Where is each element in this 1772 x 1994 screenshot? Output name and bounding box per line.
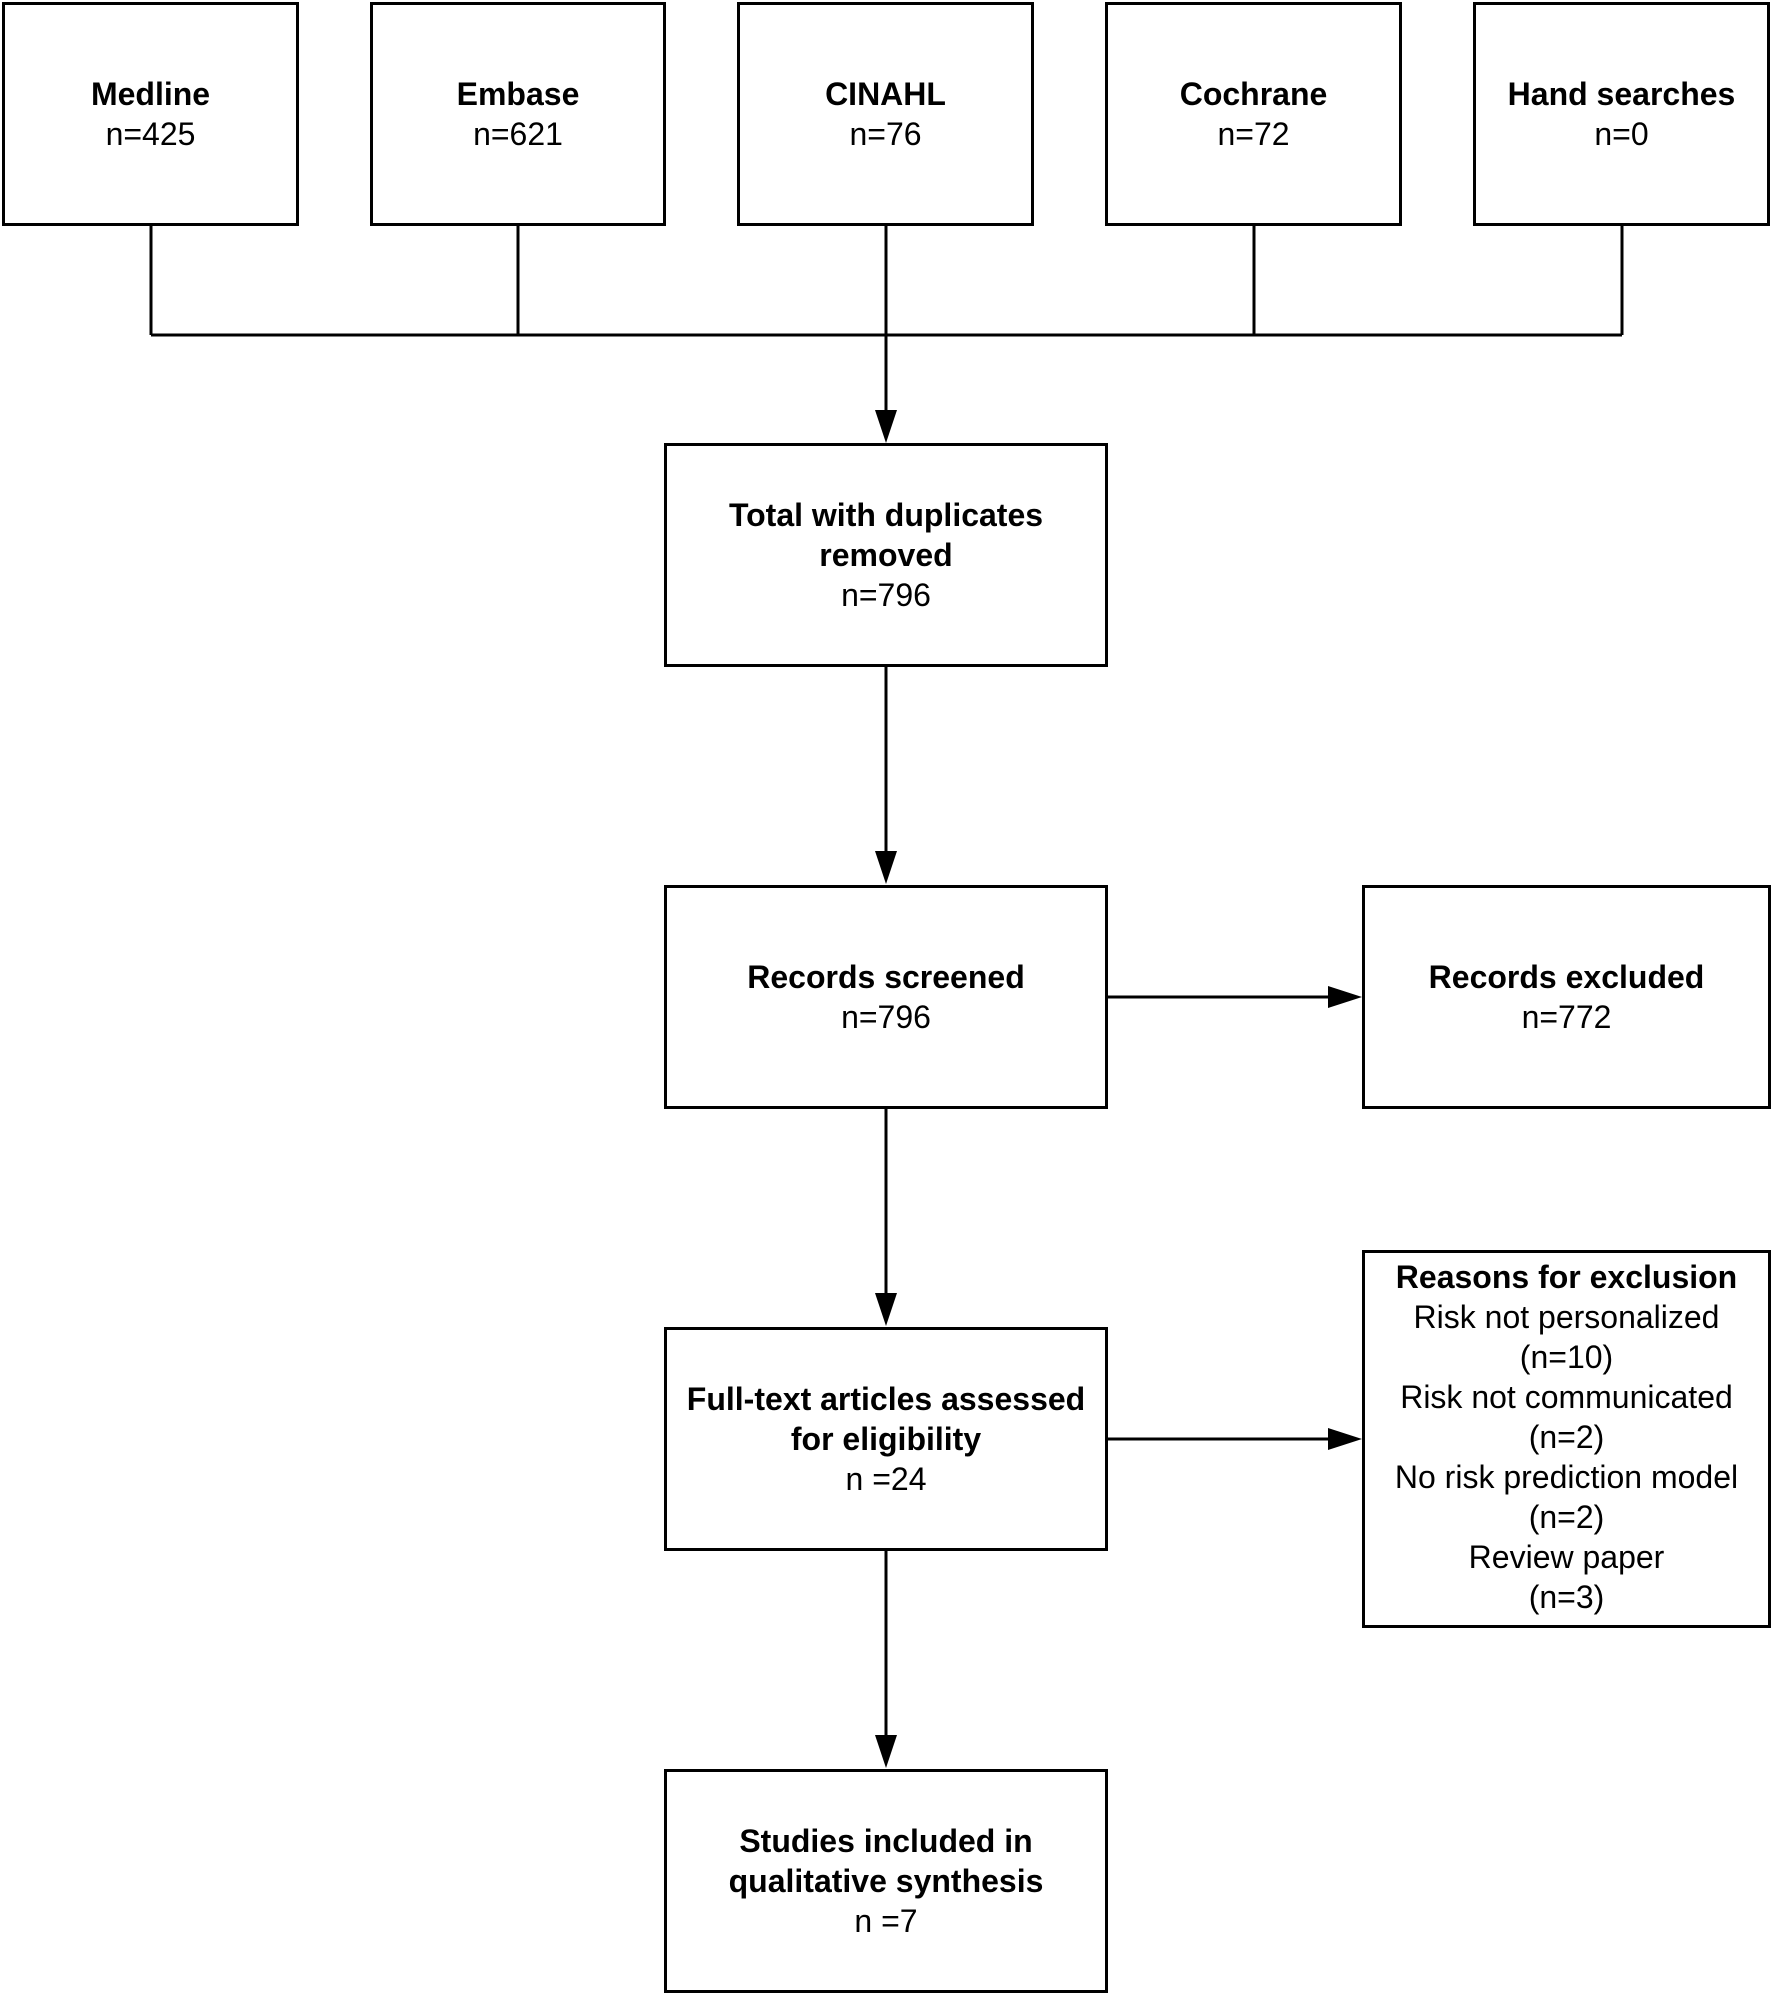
- included-count: n =7: [854, 1903, 918, 1939]
- excluded-title: Records excluded: [1428, 959, 1705, 995]
- source-title: Hand searches: [1507, 76, 1736, 112]
- source-box-cinahl: CINAHL n=76: [737, 2, 1034, 226]
- source-count: n=425: [105, 116, 196, 152]
- source-count: n=72: [1217, 116, 1290, 152]
- reasons-title: Reasons for exclusion: [1395, 1259, 1738, 1295]
- fulltext-title-line1: Full-text articles assessed: [686, 1381, 1086, 1417]
- source-title: CINAHL: [825, 76, 946, 112]
- arrowhead-reasons: [1328, 1428, 1362, 1450]
- fulltext-title-line2: for eligibility: [790, 1421, 982, 1457]
- source-count: n=621: [473, 116, 563, 152]
- source-box-embase: Embase n=621: [370, 2, 666, 226]
- arrowhead-screened: [875, 851, 897, 884]
- excluded-box: Records excluded n=772: [1362, 885, 1771, 1109]
- dedup-title-line2: removed: [819, 537, 953, 573]
- source-box-cochrane: Cochrane n=72: [1105, 2, 1402, 226]
- reason-count: (n=10): [1519, 1339, 1614, 1375]
- included-box: Studies included in qualitative synthesi…: [664, 1769, 1108, 1993]
- excluded-count: n=772: [1521, 999, 1612, 1035]
- screened-title: Records screened: [747, 959, 1025, 995]
- source-count: n=0: [1594, 116, 1649, 152]
- screened-count: n=796: [841, 999, 931, 1035]
- source-count: n=76: [849, 116, 922, 152]
- arrowhead-dedup: [875, 410, 897, 443]
- fulltext-count: n =24: [845, 1461, 927, 1497]
- screened-box: Records screened n=796: [664, 885, 1108, 1109]
- reason-count: (n=2): [1528, 1499, 1605, 1535]
- reason-label: No risk prediction model: [1394, 1459, 1739, 1495]
- included-title-line2: qualitative synthesis: [728, 1863, 1044, 1899]
- dedup-box: Total with duplicates removed n=796: [664, 443, 1108, 667]
- dedup-title-line1: Total with duplicates: [728, 497, 1044, 533]
- fulltext-box: Full-text articles assessed for eligibil…: [664, 1327, 1108, 1551]
- source-title: Embase: [456, 76, 580, 112]
- source-box-hand-searches: Hand searches n=0: [1473, 2, 1770, 226]
- source-box-medline: Medline n=425: [2, 2, 299, 226]
- exclusion-reasons-box: Reasons for exclusion Risk not personali…: [1362, 1250, 1771, 1628]
- reason-label: Risk not communicated: [1400, 1379, 1733, 1415]
- source-title: Medline: [90, 76, 211, 112]
- source-title: Cochrane: [1179, 76, 1328, 112]
- reason-count: (n=2): [1528, 1419, 1605, 1455]
- reason-label: Risk not personalized: [1413, 1299, 1720, 1335]
- arrowhead-included: [875, 1735, 897, 1768]
- included-title-line1: Studies included in: [739, 1823, 1033, 1859]
- reason-label: Review paper: [1468, 1539, 1665, 1575]
- arrowhead-fulltext: [875, 1293, 897, 1326]
- reason-count: (n=3): [1528, 1579, 1605, 1615]
- dedup-count: n=796: [841, 577, 931, 613]
- arrowhead-excluded: [1328, 986, 1362, 1008]
